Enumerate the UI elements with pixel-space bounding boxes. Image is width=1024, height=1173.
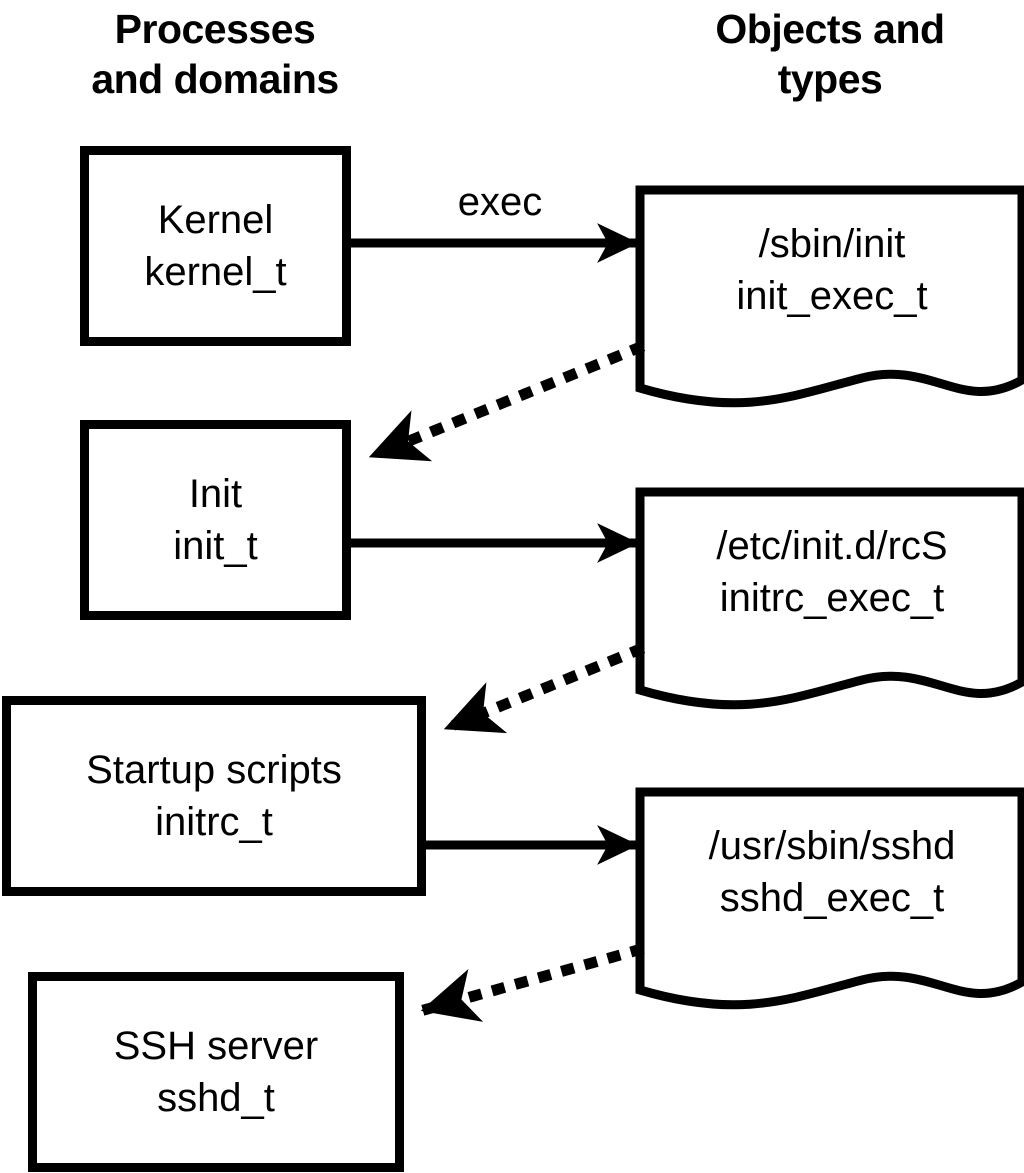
edge-rcs-transition-initrc bbox=[439, 642, 646, 736]
edge-label-exec: exec bbox=[457, 180, 543, 224]
process-box-kernel-type: kernel_t bbox=[144, 250, 287, 294]
edge-sshd-transition-sshd-domain bbox=[417, 943, 645, 1022]
column-header-objects-and-types: Objects and types bbox=[715, 6, 945, 102]
process-box-kernel[interactable]: Kernel kernel_t bbox=[80, 146, 351, 346]
process-box-ssh-server-type: sshd_t bbox=[157, 1076, 275, 1120]
process-box-ssh-server[interactable]: SSH server sshd_t bbox=[28, 972, 404, 1172]
edge-sbin-init-transition-init bbox=[364, 340, 646, 464]
process-box-kernel-name: Kernel bbox=[157, 198, 274, 242]
document-shape-sbin-init[interactable] bbox=[632, 182, 1024, 427]
process-box-init-type: init_t bbox=[173, 524, 258, 568]
document-shape-etc-initd-rcs[interactable] bbox=[632, 484, 1024, 729]
process-box-ssh-server-name: SSH server bbox=[113, 1024, 319, 1068]
column-header-processes-and-domains: Processes and domains bbox=[91, 6, 339, 102]
process-box-startup-scripts-type: initrc_t bbox=[155, 800, 273, 844]
process-box-init[interactable]: Init init_t bbox=[80, 420, 351, 620]
document-shape-usr-sbin-sshd[interactable] bbox=[632, 784, 1024, 1029]
process-box-init-name: Init bbox=[188, 472, 243, 516]
process-box-startup-scripts-name: Startup scripts bbox=[86, 748, 342, 792]
process-box-startup-scripts[interactable]: Startup scripts initrc_t bbox=[2, 696, 426, 896]
